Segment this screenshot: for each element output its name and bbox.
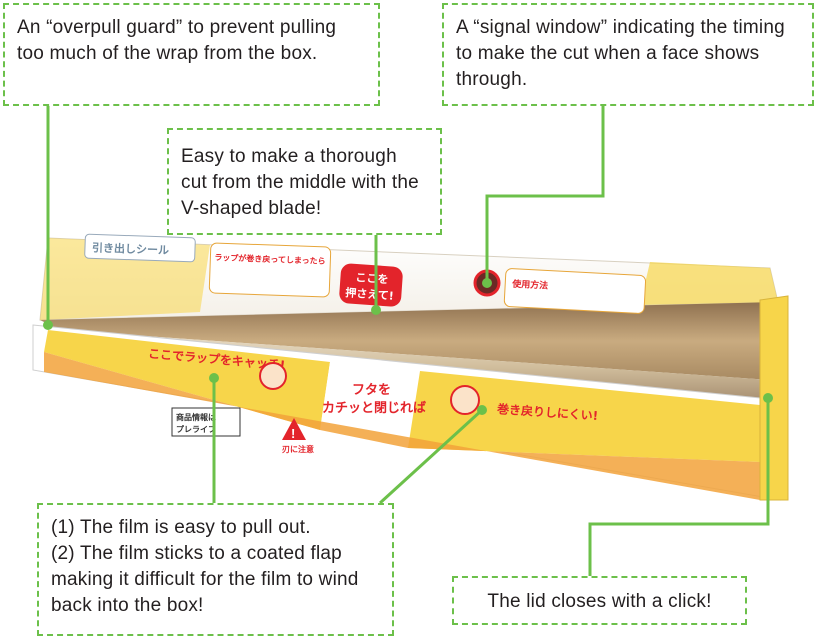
lid-yellow-band-right xyxy=(640,262,778,305)
leader-lid xyxy=(588,398,770,576)
callout-lid: The lid closes with a click! xyxy=(452,576,747,625)
callout-signal-text: A “signal window” indicating the timing … xyxy=(456,17,785,90)
callout-overpull-guard: An “overpull guard” to prevent pulling t… xyxy=(3,3,380,106)
callout-lid-text: The lid closes with a click! xyxy=(487,591,712,612)
callout-signal-window: A “signal window” indicating the timing … xyxy=(442,3,814,106)
svg-text:プレライフ: プレライフ xyxy=(176,424,216,434)
usage-panel xyxy=(503,268,647,314)
character-face-right xyxy=(450,385,480,415)
callout-blade-text: Easy to make a thorough cut from the mid… xyxy=(181,146,419,219)
callout-v-blade: Easy to make a thorough cut from the mid… xyxy=(167,128,442,235)
svg-text:刃に注意: 刃に注意 xyxy=(282,444,314,454)
svg-text:ラップが巻き戻ってしまったら: ラップが巻き戻ってしまったら xyxy=(214,252,326,266)
front-band-right xyxy=(408,371,760,462)
svg-text:!: ! xyxy=(291,426,295,441)
film-sheet xyxy=(40,302,778,380)
svg-text:カチッと閉じれば: カチッと閉じれば xyxy=(322,401,426,416)
callout-film: (1) The film is easy to pull out. (2) Th… xyxy=(37,503,394,636)
callout-film-line1: (1) The film is easy to pull out. xyxy=(51,517,311,538)
callout-overpull-text: An “overpull guard” to prevent pulling t… xyxy=(17,17,337,64)
character-face-left xyxy=(259,362,287,390)
blade-caution-icon xyxy=(282,418,306,440)
svg-text:フタを: フタを xyxy=(352,383,391,398)
pull-seal-label xyxy=(84,233,196,263)
front-band-left xyxy=(44,330,330,430)
svg-text:巻き戻りしにくい!: 巻き戻りしにくい! xyxy=(496,401,599,423)
leader-film-2 xyxy=(378,408,484,505)
leader-signal xyxy=(485,106,605,283)
svg-text:引き出しシール: 引き出しシール xyxy=(92,240,169,257)
svg-text:使用方法: 使用方法 xyxy=(511,278,549,292)
svg-text:押さえて!: 押さえて! xyxy=(345,285,394,302)
product-info-tag xyxy=(171,407,241,437)
press-here-badge xyxy=(339,263,403,307)
svg-text:商品情報は: 商品情報は xyxy=(176,412,216,422)
callout-film-line2: (2) The film sticks to a coated flap mak… xyxy=(51,543,359,616)
svg-text:ここを: ここを xyxy=(355,271,389,286)
instruction-panel xyxy=(208,242,332,298)
front-orange-wave xyxy=(44,352,760,500)
